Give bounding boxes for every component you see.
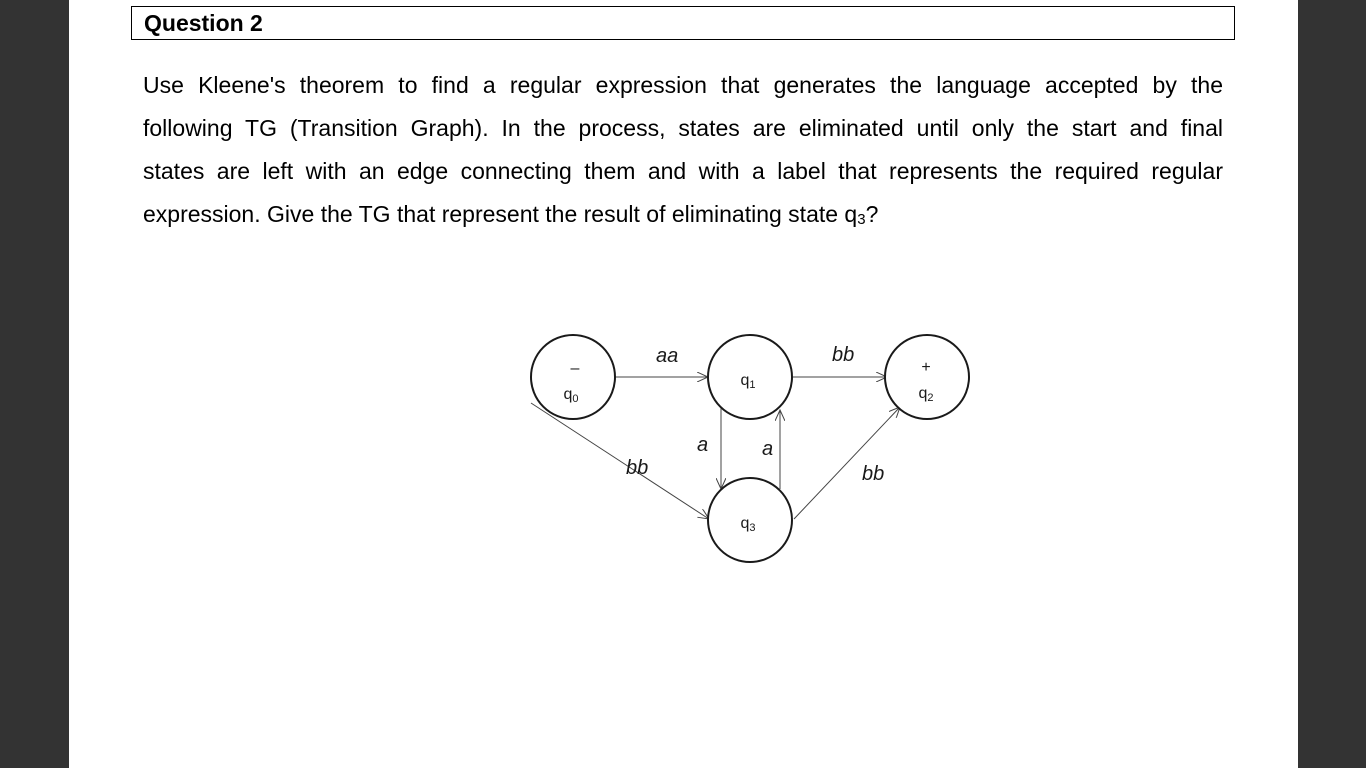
- edge-label-q1-q3: a: [697, 434, 708, 456]
- state-q1-circle: [707, 334, 793, 420]
- question-line-4: expression. Give the TG that represent t…: [143, 193, 1223, 236]
- question-header-box: Question 2: [131, 6, 1235, 40]
- edge-label-q0-q3: bb: [626, 457, 648, 479]
- state-q1: q1: [707, 334, 793, 420]
- edge-q0-q3: [530, 402, 709, 519]
- start-marker: –: [571, 360, 580, 377]
- question-title: Question 2: [144, 10, 263, 36]
- eliminated-state-subscript: 3: [857, 211, 866, 228]
- question-line-3: states are left with an edge connecting …: [143, 158, 1223, 184]
- state-q0-label: q0: [563, 386, 578, 405]
- state-q1-label: q1: [740, 372, 755, 391]
- state-q2: + q2: [884, 334, 970, 420]
- state-q2-circle: [884, 334, 970, 420]
- question-line-2: following TG (Transition Graph). In the …: [143, 115, 1223, 141]
- state-q3-circle: [707, 477, 793, 563]
- transition-graph: aa bb bb bb a a – q0 q1 + q2 q3: [530, 334, 970, 563]
- state-q3-label: q3: [740, 515, 755, 534]
- edge-label-q3-q1: a: [762, 438, 773, 460]
- question-line-4-text: expression. Give the TG that represent t…: [143, 201, 858, 227]
- final-marker: +: [921, 359, 930, 376]
- state-q2-label: q2: [918, 385, 933, 404]
- state-q3: q3: [707, 477, 793, 563]
- edge-label-q0-q1: aa: [656, 345, 678, 367]
- document-page: Question 2 Use Kleene's theorem to find …: [69, 0, 1298, 768]
- edge-q3-q2: [793, 407, 900, 520]
- question-line-4-end: ?: [865, 201, 879, 227]
- edge-label-q1-q2: bb: [832, 344, 854, 366]
- state-q0: – q0: [530, 334, 616, 420]
- question-line-1: Use Kleene's theorem to find a regular e…: [143, 72, 1223, 98]
- question-text: Use Kleene's theorem to find a regular e…: [143, 64, 1223, 236]
- edge-label-q3-q2: bb: [862, 463, 884, 485]
- state-q0-circle: [530, 334, 616, 420]
